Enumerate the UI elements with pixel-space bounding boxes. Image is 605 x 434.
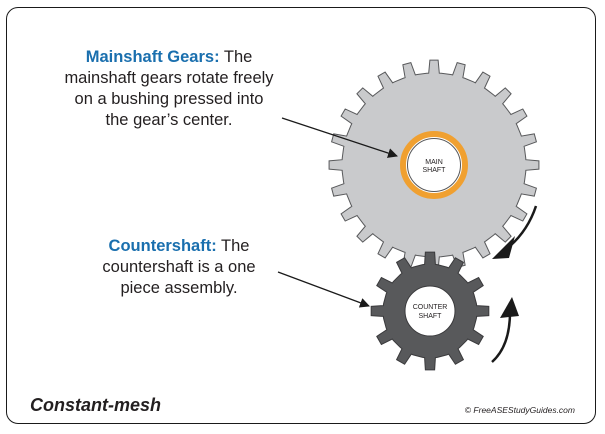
mainshaft-gears-heading: Mainshaft Gears: xyxy=(85,48,220,66)
countershaft-text-line2: countershaft is a one xyxy=(102,258,256,276)
countershaft-heading: Countershaft: xyxy=(108,237,217,255)
copyright-credit: © FreeASEStudyGuides.com xyxy=(464,405,575,415)
diagram-caption: Constant-mesh xyxy=(30,395,162,415)
mainshaft-gears-text-line4: the gear’s center. xyxy=(105,111,233,129)
countershaft-hub xyxy=(404,285,456,337)
mainshaft-hub-label-line2: SHAFT xyxy=(423,167,447,174)
mainshaft-gears-label: Mainshaft Gears: The mainshaft gears rot… xyxy=(58,47,280,131)
countershaft-label: Countershaft: The countershaft is a one … xyxy=(84,236,274,299)
countershaft-rotation-arrowhead xyxy=(500,297,519,318)
countershaft-text-line1: The xyxy=(216,237,250,255)
countershaft-pointer-arrow xyxy=(277,271,370,308)
countershaft-rotation-arrow-arc xyxy=(491,311,512,363)
mainshaft-gears-text-line2: mainshaft gears rotate freely xyxy=(64,69,274,87)
mainshaft-pointer-arrow xyxy=(281,117,398,158)
countershaft-hub-label-line1: COUNTER xyxy=(413,304,448,311)
mainshaft-rotation-arrowhead xyxy=(492,236,515,259)
mainshaft-hub xyxy=(407,138,461,192)
countershaft-text-line3: piece assembly. xyxy=(120,279,238,297)
mainshaft-gears-text-line3: on a bushing pressed into xyxy=(74,90,264,108)
countershaft-hub-label-line2: SHAFT xyxy=(419,313,443,320)
mainshaft-hub-label-line1: MAIN xyxy=(425,159,443,166)
mainshaft-gears-text-line1: The xyxy=(219,48,253,66)
